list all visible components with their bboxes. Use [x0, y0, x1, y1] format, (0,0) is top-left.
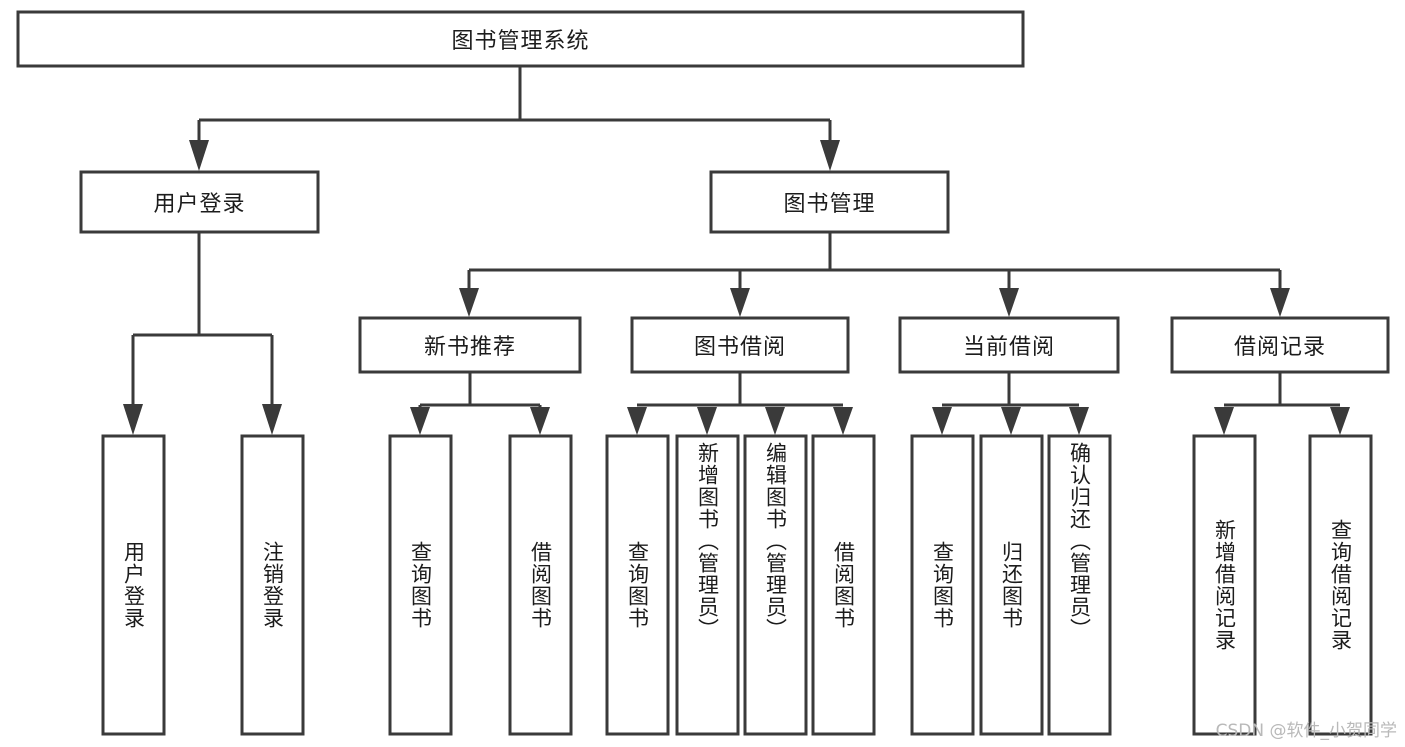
node-user-login[interactable] [79, 170, 320, 234]
arrow-head-new-book-recommend [459, 288, 479, 317]
leaf-box-borrow-book-2[interactable] [811, 434, 876, 736]
node-current-borrow[interactable] [898, 316, 1120, 374]
arrow-head-current-borrow [999, 288, 1019, 317]
arrow-head-bb-leaf-3 [765, 407, 785, 435]
arrow-head-bb-leaf-2 [697, 407, 717, 435]
arrow-head-book-borrow [730, 288, 750, 317]
arrow-head-cb-leaf-3 [1069, 407, 1089, 435]
leaf-box-query-book-3[interactable] [910, 434, 975, 736]
leaf-box-confirm-return[interactable] [1047, 434, 1112, 736]
node-borrow-record[interactable] [1170, 316, 1390, 374]
leaf-box-edit-book[interactable] [743, 434, 808, 736]
leaf-box-add-book[interactable] [675, 434, 740, 736]
arrow-head-book-manage [820, 140, 840, 171]
node-root-system[interactable] [16, 10, 1025, 68]
arrow-head-br-leaf-2 [1330, 407, 1350, 435]
leaf-box-query-book-1[interactable] [388, 434, 453, 736]
arrow-head-leaf-user-logout [262, 404, 282, 435]
leaf-box-query-record[interactable] [1308, 434, 1373, 736]
node-new-book-recommend[interactable] [358, 316, 582, 374]
node-book-borrow[interactable] [630, 316, 850, 374]
arrow-head-br-leaf-1 [1214, 407, 1234, 435]
csdn-watermark: CSDN @软件_小贺同学 [1215, 721, 1397, 741]
arrow-head-user-login [189, 140, 209, 171]
leaf-box-return-book[interactable] [979, 434, 1044, 736]
node-book-manage[interactable] [709, 170, 950, 234]
arrow-head-bb-leaf-1 [627, 407, 647, 435]
leaf-box-user-logout[interactable] [240, 434, 305, 736]
arrow-head-nbr-leaf-2 [530, 407, 550, 435]
leaf-box-query-book-2[interactable] [605, 434, 670, 736]
leaf-box-user-login[interactable] [101, 434, 166, 736]
arrow-head-leaf-user-login [123, 404, 143, 435]
arrow-head-cb-leaf-1 [932, 407, 952, 435]
arrow-head-nbr-leaf-1 [410, 407, 430, 435]
arrow-head-bb-leaf-4 [833, 407, 853, 435]
arrow-head-borrow-record [1270, 288, 1290, 317]
leaf-box-add-record[interactable] [1192, 434, 1257, 736]
arrow-head-cb-leaf-2 [1001, 407, 1021, 435]
leaf-box-borrow-book-1[interactable] [508, 434, 573, 736]
